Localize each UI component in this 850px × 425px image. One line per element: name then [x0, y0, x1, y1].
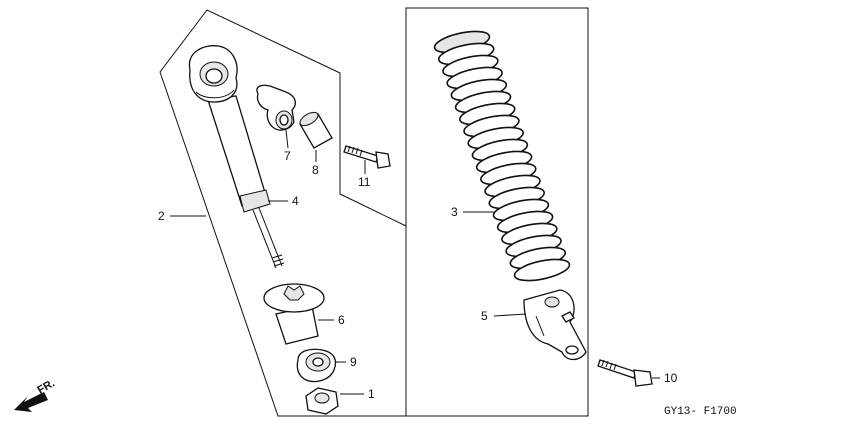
callout-10: 10 — [664, 371, 678, 385]
front-label: FR. — [36, 377, 57, 396]
spring-assembly-outline — [405, 7, 589, 417]
lower-bolt-part[interactable] — [597, 359, 653, 387]
diagram-code: GY13- F1700 — [664, 406, 737, 418]
damper-assembly-outline — [159, 9, 407, 417]
cushion-part[interactable] — [296, 348, 337, 383]
callout-1: 1 — [368, 387, 375, 401]
coil-spring-part[interactable] — [433, 27, 572, 284]
callout-6: 6 — [338, 313, 345, 327]
leader-lines — [170, 129, 660, 395]
nut-part[interactable] — [305, 387, 339, 415]
rubber-mount-part[interactable] — [263, 283, 325, 345]
callout-5: 5 — [481, 309, 488, 323]
callout-7: 7 — [284, 149, 291, 163]
spring-seat-part[interactable] — [523, 289, 587, 361]
front-arrow-icon — [14, 392, 48, 412]
callout-11: 11 — [358, 175, 371, 189]
spring-coil — [513, 258, 571, 282]
callout-4: 4 — [292, 194, 299, 208]
callout-2: 2 — [158, 209, 165, 223]
callout-8: 8 — [312, 163, 319, 177]
upper-bolt-part[interactable] — [343, 145, 391, 169]
bushing-part[interactable] — [256, 84, 297, 131]
callout-3: 3 — [451, 205, 458, 219]
callout-9: 9 — [350, 355, 357, 369]
damper-body-part[interactable] — [188, 45, 285, 269]
collar-part[interactable] — [298, 110, 333, 149]
